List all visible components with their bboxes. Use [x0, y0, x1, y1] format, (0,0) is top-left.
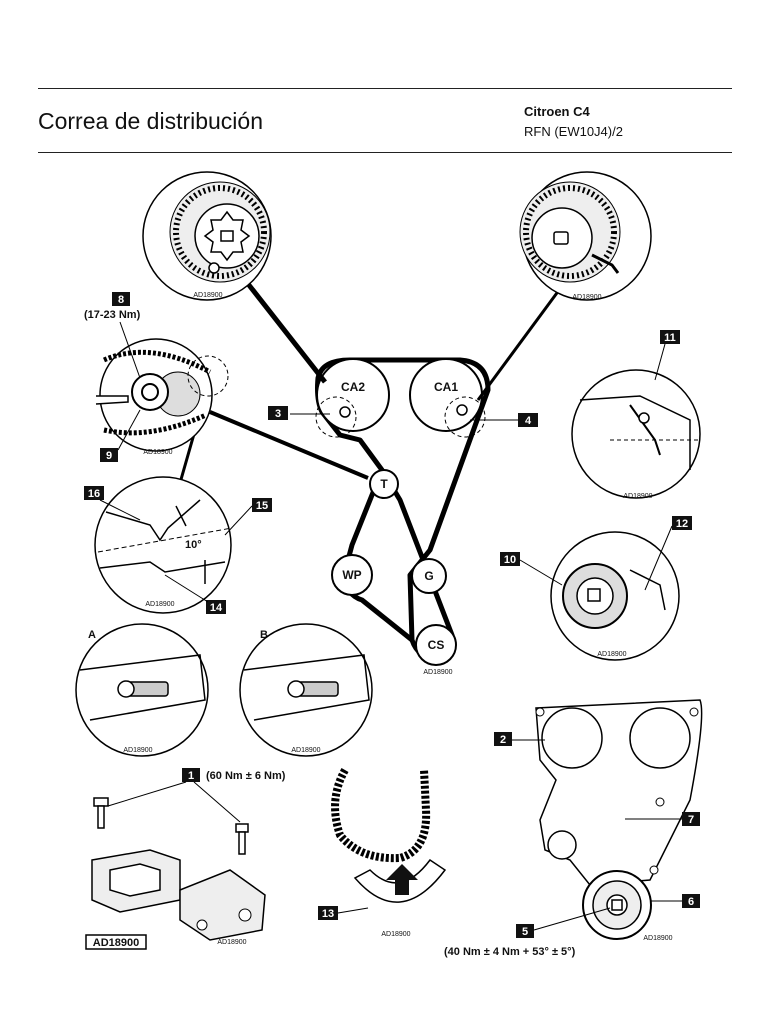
- timing-cover: [535, 699, 703, 886]
- ca2-mark-detail: [315, 396, 357, 438]
- pulley-ca2-label: CA2: [341, 380, 365, 394]
- leader-1a: [107, 781, 187, 807]
- callout-6: 6: [688, 896, 694, 908]
- main-image-code: AD18900: [423, 669, 452, 676]
- header-bottom-rule: [38, 152, 732, 153]
- crank-pulley-code: AD18900: [643, 935, 672, 942]
- callout-12: 12: [676, 518, 688, 530]
- inset-ca2-sprocket: AD18900: [142, 171, 272, 301]
- leader-5: [533, 907, 611, 931]
- pulley-cs-label: CS: [428, 638, 445, 652]
- inset-detail-b: AD18900: [239, 623, 373, 757]
- leader-10: [519, 559, 563, 586]
- leader-13: [337, 907, 369, 914]
- page-title: Correa de distribución: [38, 108, 264, 134]
- inset-detail-11: AD18900: [571, 369, 701, 500]
- callout-9: 9: [106, 450, 112, 462]
- callout-10-box: [500, 552, 520, 566]
- detail-a-label: A: [88, 629, 96, 641]
- angle-label: 10°: [185, 539, 202, 551]
- pulley-ca2: CA2: [316, 358, 390, 432]
- leader-ca2-inset: [243, 278, 327, 384]
- detail-10-code: AD18900: [597, 651, 626, 658]
- belt-direction-code: AD18900: [381, 931, 410, 938]
- crank-pulley: AD18900: [582, 870, 673, 942]
- pulley-ca1-label: CA1: [434, 380, 458, 394]
- inset-tensioner: AD18900: [95, 338, 229, 456]
- detail-11-code: AD18900: [623, 493, 652, 500]
- callout-14-box: [206, 600, 226, 614]
- pulley-wp-label: WP: [342, 568, 361, 582]
- inset-detail-10: AD18900: [550, 531, 680, 661]
- pulley-t-label: T: [380, 477, 388, 491]
- detail-b-code: AD18900: [291, 747, 320, 754]
- belt-direction-detail: AD18900: [331, 768, 447, 938]
- callout-7: 7: [688, 814, 694, 826]
- callout-3: 3: [275, 408, 281, 420]
- pulley-g: G: [411, 558, 447, 594]
- inset-timing-mark: 10° AD18900: [94, 476, 233, 614]
- callout-2-box: [494, 732, 512, 746]
- leader-8: [119, 321, 141, 379]
- callout-4-box: [518, 413, 538, 427]
- pulley-wp: WP: [331, 554, 373, 596]
- leader-1b: [193, 781, 241, 823]
- pulley-cs: CS: [415, 624, 457, 666]
- callout-8: 8: [118, 294, 124, 306]
- boxed-code: AD18900: [93, 937, 139, 949]
- torque-1: (60 Nm ± 6 Nm): [206, 770, 286, 782]
- callout-2: 2: [500, 734, 506, 746]
- leader-16: [99, 499, 141, 521]
- callout-11: 11: [664, 332, 676, 344]
- inset-detail-a: AD18900: [75, 623, 209, 757]
- callout-6-box: [682, 894, 700, 908]
- callout-1-box: [182, 768, 200, 782]
- inset-ca1-sprocket: AD18900: [519, 171, 652, 301]
- leader-15: [224, 505, 253, 536]
- callout-7-box: [682, 812, 700, 826]
- ca1-mark-detail: [444, 396, 486, 438]
- torque-8: (17-23 Nm): [84, 309, 141, 321]
- pulley-g-label: G: [424, 569, 433, 583]
- tensioner-code: AD18900: [143, 449, 172, 456]
- callout-13: 13: [322, 908, 334, 920]
- engine-mount-bracket: AD18900: [91, 797, 266, 946]
- detail-b-label: B: [260, 629, 268, 641]
- callout-11-box: [660, 330, 680, 344]
- callout-16-box: [84, 486, 104, 500]
- callout-15-box: [252, 498, 272, 512]
- leader-ca1-inset: [476, 281, 567, 401]
- callout-3-box: [268, 406, 288, 420]
- callout-8-box: [112, 292, 130, 306]
- leader-t-detail: [209, 410, 369, 480]
- mount-code: AD18900: [217, 939, 246, 946]
- inset-ca1-code: AD18900: [572, 294, 601, 301]
- torque-5: (40 Nm ± 4 Nm + 53° ± 5°): [444, 946, 576, 958]
- header-top-rule: [38, 88, 732, 89]
- leader-11: [654, 343, 666, 381]
- callout-1: 1: [188, 770, 194, 782]
- engine-code: RFN (EW10J4)/2: [524, 124, 623, 139]
- boxed-code-frame: [85, 934, 147, 950]
- pulley-t: T: [369, 469, 399, 499]
- callout-13-box: [318, 906, 338, 920]
- detail-a-code: AD18900: [123, 747, 152, 754]
- callout-12-box: [672, 516, 692, 530]
- inset-ca2-code: AD18900: [193, 292, 222, 299]
- callout-16: 16: [88, 488, 100, 500]
- callout-14: 14: [210, 602, 223, 614]
- callout-5: 5: [522, 926, 528, 938]
- leader-14: [164, 574, 209, 603]
- leader-9: [117, 409, 141, 451]
- leader-12: [644, 525, 673, 591]
- vehicle-model: Citroen C4: [524, 104, 590, 119]
- callout-9-box: [100, 448, 118, 462]
- callout-10: 10: [504, 554, 516, 566]
- callout-15: 15: [256, 500, 268, 512]
- callout-5-box: [516, 924, 534, 938]
- callout-4: 4: [525, 415, 532, 427]
- timing-mark-code: AD18900: [145, 601, 174, 608]
